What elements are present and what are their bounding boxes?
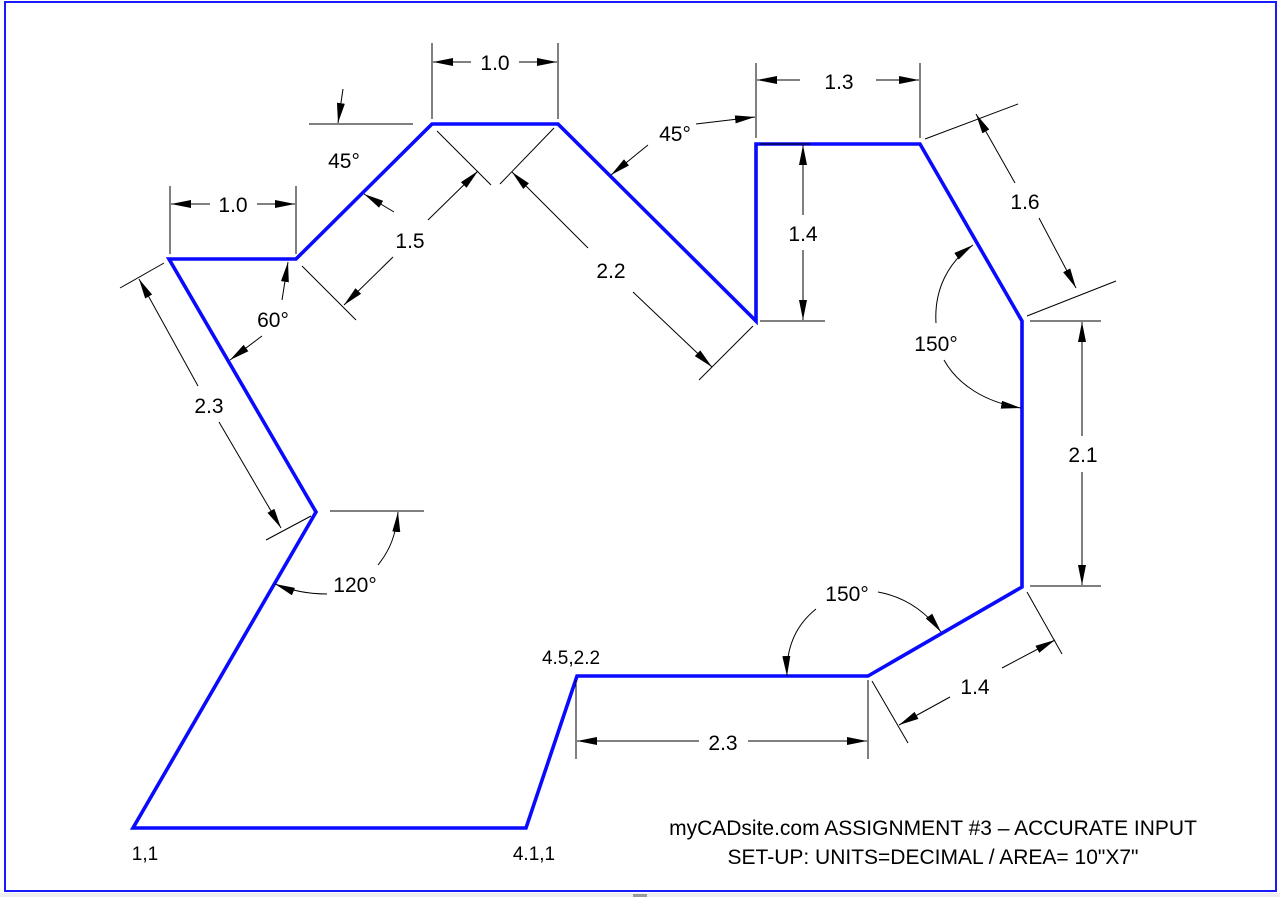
dim-right-top-1-3: 1.3 — [755, 63, 921, 138]
title-line-2: SET-UP: UNITS=DECIMAL / AREA= 10"X7" — [728, 846, 1139, 869]
dim-label: 1.0 — [218, 194, 247, 217]
dim-slant-1-6: 1.6 — [924, 103, 1117, 317]
dim-left-top-1-0: 1.0 — [169, 186, 297, 254]
coord-label-point-3: 4.5,2.2 — [542, 648, 600, 669]
angle-60: 60° — [229, 261, 289, 361]
dim-diagonal-1-5: 1.5 — [301, 130, 492, 321]
dim-label: 2.1 — [1068, 444, 1097, 467]
dim-vertical-1-4: 1.4 — [760, 143, 825, 322]
angle-150-lower: 150° — [782, 583, 942, 677]
dim-label: 1.4 — [960, 676, 990, 699]
angle-label: 45° — [328, 150, 360, 173]
angle-label: 120° — [333, 574, 376, 597]
angle-150-upper: 150° — [914, 244, 1022, 409]
dim-label: 2.2 — [596, 260, 625, 283]
angle-120: 120° — [274, 510, 424, 597]
drawing-border — [4, 1, 1277, 892]
dim-diagonal-2-2: 2.2 — [499, 127, 754, 381]
dim-label: 1.6 — [1010, 191, 1039, 214]
angle-label: 45° — [659, 123, 691, 146]
angle-label: 60° — [257, 309, 289, 332]
dim-label: 2.3 — [194, 395, 223, 418]
coord-label-start: 1,1 — [132, 844, 158, 865]
angle-label: 150° — [825, 583, 868, 606]
dim-slant-1-4: 1.4 — [871, 591, 1063, 744]
angle-45-upper-left: 45° — [309, 88, 413, 173]
dim-label: 1.4 — [788, 223, 818, 246]
scroll-handle[interactable] — [633, 894, 647, 897]
dim-label: 1.3 — [824, 71, 853, 94]
angle-label: 150° — [914, 333, 957, 356]
dim-label: 2.3 — [708, 732, 737, 755]
title-line-1: myCADsite.com ASSIGNMENT #3 – ACCURATE I… — [669, 817, 1197, 840]
dim-top-1-0: 1.0 — [431, 43, 559, 119]
coord-label-point-2: 4.1,1 — [513, 844, 555, 865]
dim-bottom-2-3: 2.3 — [575, 680, 869, 759]
dim-vertical-2-1: 2.1 — [1030, 320, 1101, 587]
part-outline — [129, 122, 1024, 830]
dim-label: 1.5 — [395, 230, 424, 253]
dim-label: 1.0 — [480, 52, 509, 75]
dim-left-slant-2-3: 2.3 — [119, 262, 312, 541]
angle-45-top: 45° — [610, 115, 756, 176]
